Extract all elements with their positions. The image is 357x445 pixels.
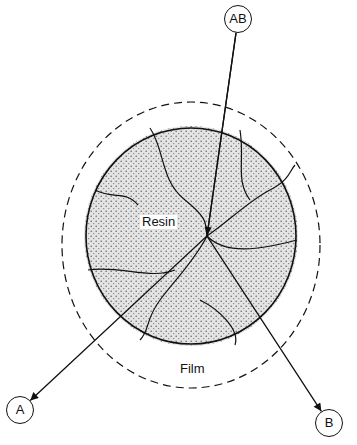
species-label: B [325, 416, 334, 430]
resin-boundary [86, 128, 296, 344]
resin-outline [84, 126, 298, 346]
species-circle: AB [224, 5, 252, 33]
species-circle: A [6, 396, 34, 424]
film-layer: ResinFilm [60, 100, 322, 390]
resin-label: Resin [140, 215, 177, 229]
diffusion-arrow [30, 33, 236, 401]
species-circle: B [315, 409, 343, 437]
diffusion-arrow [207, 33, 321, 411]
resin-bead: Resin [84, 126, 298, 346]
film-boundary [62, 102, 320, 388]
resin-bead [84, 126, 298, 346]
species-label: AB [229, 12, 246, 26]
species-label: A [16, 403, 25, 417]
mid-arrowhead [205, 227, 212, 236]
film-label: Film [178, 362, 207, 376]
film-outline [60, 100, 322, 390]
